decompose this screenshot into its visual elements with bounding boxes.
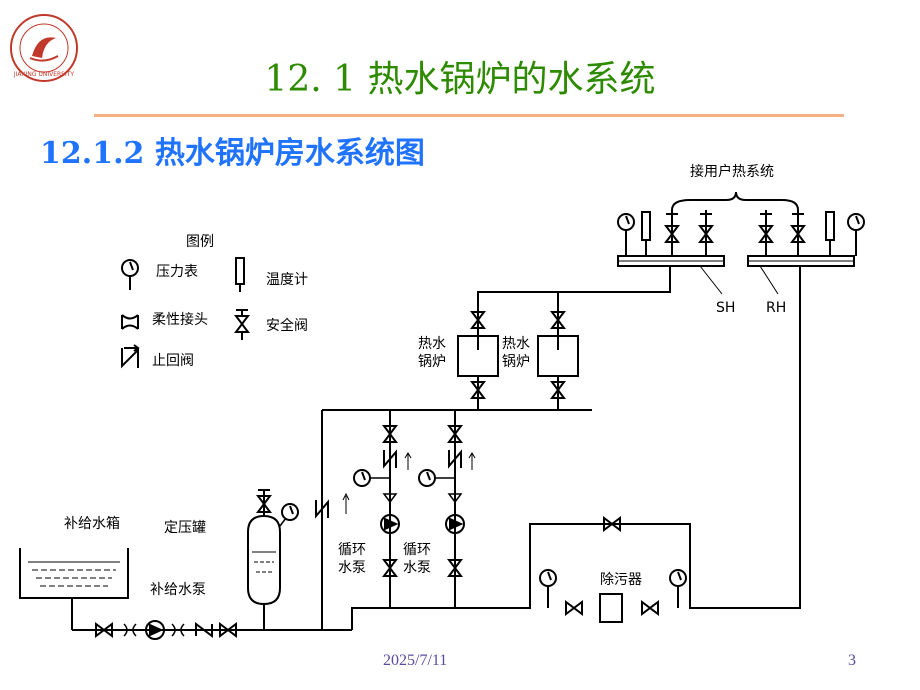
- university-logo: JIAXING UNIVERSITY: [10, 14, 78, 82]
- legend-label-thermometer: 温度计: [266, 272, 308, 288]
- legend-title: 图例: [186, 234, 214, 250]
- pump-2-label-line2: 水泵: [403, 560, 431, 576]
- makeup-pump-label: 补给水泵: [150, 582, 206, 598]
- makeup-pump: [145, 620, 165, 640]
- pressure-tank-label: 定压罐: [164, 520, 206, 536]
- legend-check-valve-icon: [121, 344, 140, 369]
- footer-date: 2025/7/11: [383, 652, 448, 669]
- legend-label-safety-valve: 安全阀: [266, 317, 308, 334]
- page-number: 3: [848, 652, 856, 669]
- boiler-2-label-line2: 锅炉: [502, 354, 530, 370]
- desilter-label: 除污器: [600, 572, 642, 588]
- pressure-tank: [247, 514, 281, 606]
- boiler-2-label-line1: 热水: [502, 336, 530, 352]
- legend-label-check-valve: 止回阀: [152, 353, 194, 369]
- legend-thermometer-icon: [235, 257, 245, 292]
- pump-1-label-line1: 循环: [338, 542, 366, 558]
- pump-1-label-line2: 水泵: [338, 560, 366, 576]
- makeup-water-tank: [19, 548, 129, 599]
- user-heat-system-label: 接用户热系统: [690, 163, 774, 180]
- title-divider: [94, 114, 844, 117]
- legend-flexible-joint-icon: [121, 314, 139, 330]
- boiler-1-label-line1: 热水: [418, 336, 446, 352]
- boiler-1-label-line2: 锅炉: [418, 354, 446, 370]
- rh-label: RH: [766, 300, 786, 316]
- slide-title: 12. 1 热水锅炉的水系统: [264, 59, 656, 100]
- legend-pressure-gauge-icon: [121, 259, 139, 290]
- legend-safety-valve-icon: [234, 309, 250, 340]
- makeup-tank-label: 补给水箱: [64, 516, 120, 532]
- legend-label-flexible-joint: 柔性接头: [152, 311, 208, 328]
- svg-text:JIAXING UNIVERSITY: JIAXING UNIVERSITY: [13, 71, 75, 78]
- slide-subtitle: 12.1.2 热水锅炉房水系统图: [40, 136, 425, 171]
- sh-label: SH: [716, 300, 735, 316]
- pump-2-label-line1: 循环: [403, 542, 431, 558]
- desilter: [599, 593, 623, 623]
- legend-label-pressure-gauge: 压力表: [156, 264, 198, 280]
